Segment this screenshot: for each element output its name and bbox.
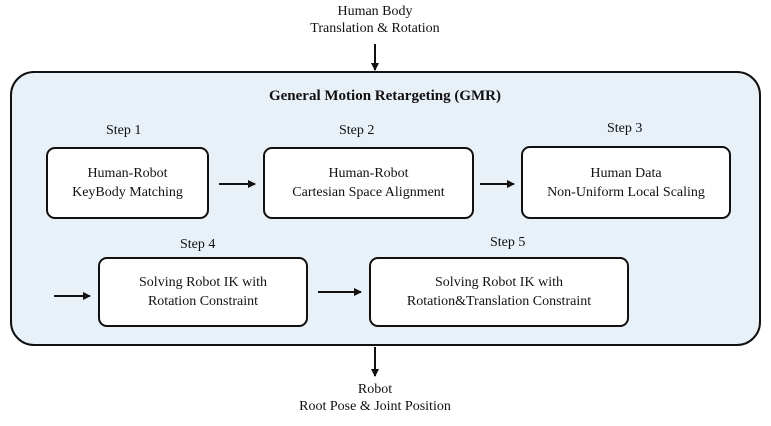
step-2-line-1: Human-Robot xyxy=(328,166,409,181)
output-line-2: Root Pose & Joint Position xyxy=(299,399,451,414)
input-label: Human Body Translation & Rotation xyxy=(250,3,500,37)
step-3-label: Step 3 xyxy=(607,121,643,136)
output-line-1: Robot xyxy=(357,382,393,397)
step-1-box: Human-Robot KeyBody Matching xyxy=(46,147,209,219)
step-3-box: Human Data Non-Uniform Local Scaling xyxy=(521,146,731,219)
step-2-line-2: Cartesian Space Alignment xyxy=(292,185,445,200)
step-5-label: Step 5 xyxy=(490,235,526,250)
step-4-box: Solving Robot IK with Rotation Constrain… xyxy=(98,257,308,327)
step-5-line-2: Rotation&Translation Constraint xyxy=(406,294,592,309)
step-4-label: Step 4 xyxy=(180,237,216,252)
step-3-line-2: Non-Uniform Local Scaling xyxy=(547,184,705,200)
step-1-line-2: KeyBody Matching xyxy=(72,185,183,200)
output-label: Robot Root Pose & Joint Position xyxy=(250,381,500,415)
gmr-title: General Motion Retargeting (GMR) xyxy=(268,88,502,104)
step-1-line-1: Human-Robot xyxy=(87,166,168,181)
step-2-box: Human-Robot Cartesian Space Alignment xyxy=(263,147,474,219)
input-line-1: Human Body xyxy=(337,4,413,19)
step-4-line-1: Solving Robot IK with xyxy=(139,275,267,290)
step-2-label: Step 2 xyxy=(339,123,375,138)
step-5-line-1: Solving Robot IK with xyxy=(435,275,563,290)
step-4-line-2: Rotation Constraint xyxy=(147,294,259,309)
input-line-2: Translation & Rotation xyxy=(310,21,440,36)
step-3-line-1: Human Data xyxy=(590,165,662,181)
step-1-label: Step 1 xyxy=(106,123,142,138)
step-5-box: Solving Robot IK with Rotation&Translati… xyxy=(369,257,629,327)
